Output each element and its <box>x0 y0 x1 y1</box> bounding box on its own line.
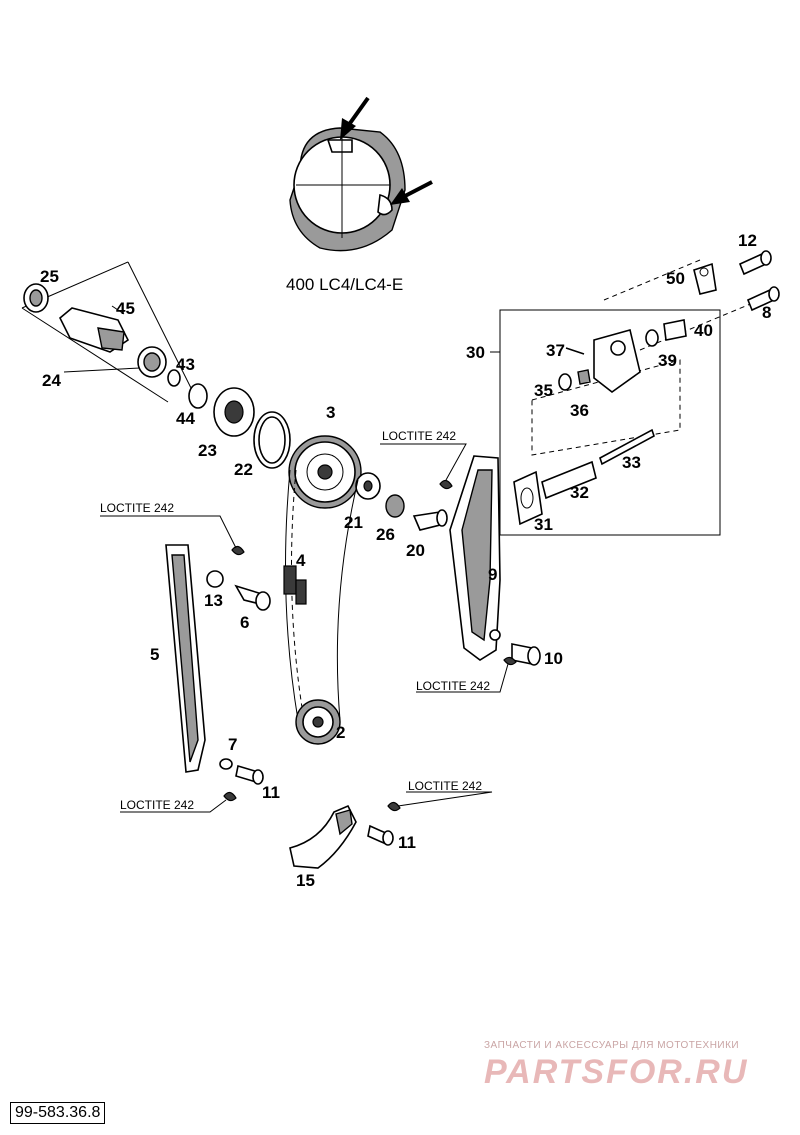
loctite-drop-icon <box>223 791 237 802</box>
part-number: 21 <box>344 513 363 532</box>
screw-11-lower <box>367 824 394 846</box>
part-number: 11 <box>262 783 280 802</box>
timing-chain <box>283 469 359 721</box>
part-number: 4 <box>296 551 306 570</box>
part-number: 15 <box>296 871 315 890</box>
loctite-drop-icon <box>439 479 453 490</box>
o-ring <box>206 570 224 588</box>
part-number: 25 <box>40 267 59 286</box>
chain-tensioner-assembly <box>499 259 761 536</box>
part-number: 12 <box>738 231 757 250</box>
part-number: 2 <box>336 723 345 742</box>
variant-label: 400 LC4/LC4-E <box>286 275 403 294</box>
watermark: ЗАПЧАСТИ И АКСЕССУАРЫ ДЛЯ МОТОТЕХНИКИ PA… <box>484 1040 784 1092</box>
screw-11-left <box>235 764 264 785</box>
arrow-icon <box>340 96 370 140</box>
part-number: 26 <box>376 525 395 544</box>
part-number: 3 <box>326 403 335 422</box>
nut <box>219 758 233 770</box>
loctite-note: LOCTITE 242 <box>408 779 482 793</box>
part-number: 45 <box>116 299 135 318</box>
lower-chain-guide <box>289 804 357 869</box>
crank-sprocket <box>295 699 341 745</box>
part-number: 44 <box>176 409 195 428</box>
watermark-tagline: ЗАПЧАСТИ И АКСЕССУАРЫ ДЛЯ МОТОТЕХНИКИ <box>484 1040 740 1051</box>
part-number: 36 <box>570 401 589 420</box>
part-number: 32 <box>570 483 589 502</box>
part-number: 39 <box>658 351 677 370</box>
part-number: 10 <box>544 649 563 668</box>
part-number: 43 <box>176 355 195 374</box>
part-number: 22 <box>234 460 253 479</box>
watermark-brand: PARTSFOR.RU <box>484 1053 749 1091</box>
part-number: 23 <box>198 441 217 460</box>
part-number: 35 <box>534 381 553 400</box>
arrow-icon <box>390 180 433 205</box>
leader-lines <box>63 305 509 813</box>
loctite-note: LOCTITE 242 <box>382 429 456 443</box>
loctite-note: LOCTITE 242 <box>100 501 174 515</box>
camshaft-sprocket <box>288 435 362 509</box>
part-number: 11 <box>398 833 416 852</box>
camshaft-group <box>21 261 291 469</box>
part-number: 13 <box>204 591 223 610</box>
screw-8 <box>746 286 780 312</box>
loctite-drop-icon <box>503 656 517 666</box>
ring <box>385 494 405 518</box>
part-number: 37 <box>546 341 565 360</box>
guide-pin <box>234 584 271 611</box>
bracket-50 <box>693 262 717 295</box>
part-number: 9 <box>488 565 497 584</box>
part-number: 33 <box>622 453 641 472</box>
washer-hole <box>363 480 373 492</box>
part-number: 40 <box>694 321 713 340</box>
chain-guide-rail <box>165 544 206 773</box>
part-number: 50 <box>666 269 685 288</box>
part-number: 31 <box>534 515 553 534</box>
sprocket-bolt <box>412 509 448 531</box>
loctite-drop-icon <box>387 801 401 812</box>
part-number: 8 <box>762 303 771 322</box>
part-number: 5 <box>150 645 159 664</box>
tensioner-rail <box>449 455 501 661</box>
camshaft-detail-inset <box>289 127 406 252</box>
part-number: 7 <box>228 735 237 754</box>
pivot-bolt <box>511 643 541 666</box>
loctite-drop-icon <box>231 545 245 556</box>
part-number: 6 <box>240 613 249 632</box>
part-number: 20 <box>406 541 425 560</box>
document-code: 99-583.36.8 <box>10 1102 106 1124</box>
screw-12 <box>738 250 772 276</box>
part-number: 30 <box>466 343 485 362</box>
loctite-note: LOCTITE 242 <box>416 679 490 693</box>
loctite-note: LOCTITE 242 <box>120 798 194 812</box>
part-number: 24 <box>42 371 61 390</box>
